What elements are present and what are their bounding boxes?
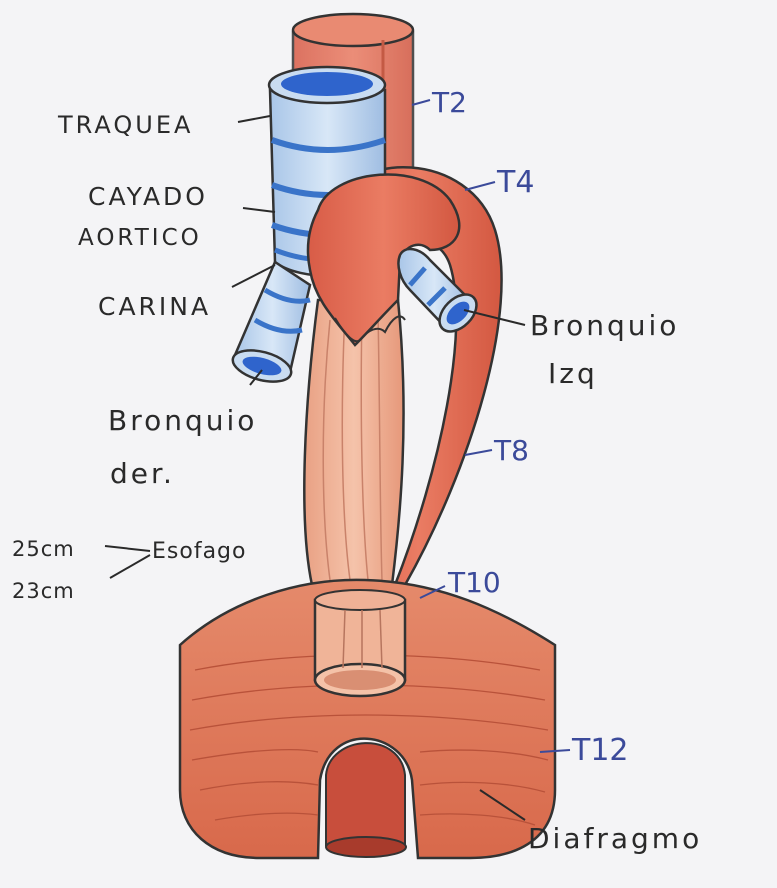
label-t4: T4 (496, 165, 534, 200)
label-25cm: 25cm (12, 537, 75, 561)
label-bronquio-der: Bronquio (108, 404, 257, 437)
label-izq: Izq (548, 357, 598, 390)
label-esofago: Esofago (152, 539, 246, 564)
right-bronchus (229, 262, 310, 387)
label-diafragma: Diafragmo (528, 822, 702, 855)
label-t8: T8 (493, 434, 529, 467)
label-t2: T2 (431, 86, 467, 119)
diaphragm (180, 580, 555, 858)
label-t12: T12 (571, 733, 629, 768)
trachea-lumen (281, 72, 373, 96)
label-der: der. (110, 457, 175, 490)
label-carina: CARINA (98, 292, 211, 321)
label-bronquio-izq: Bronquio (530, 309, 679, 342)
label-aortico: AORTICO (78, 225, 202, 251)
label-23cm: 23cm (12, 579, 75, 603)
label-t10: T10 (447, 566, 501, 599)
label-cayado: CAYADO (88, 182, 208, 211)
label-traquea: TRAQUEA (57, 111, 193, 139)
